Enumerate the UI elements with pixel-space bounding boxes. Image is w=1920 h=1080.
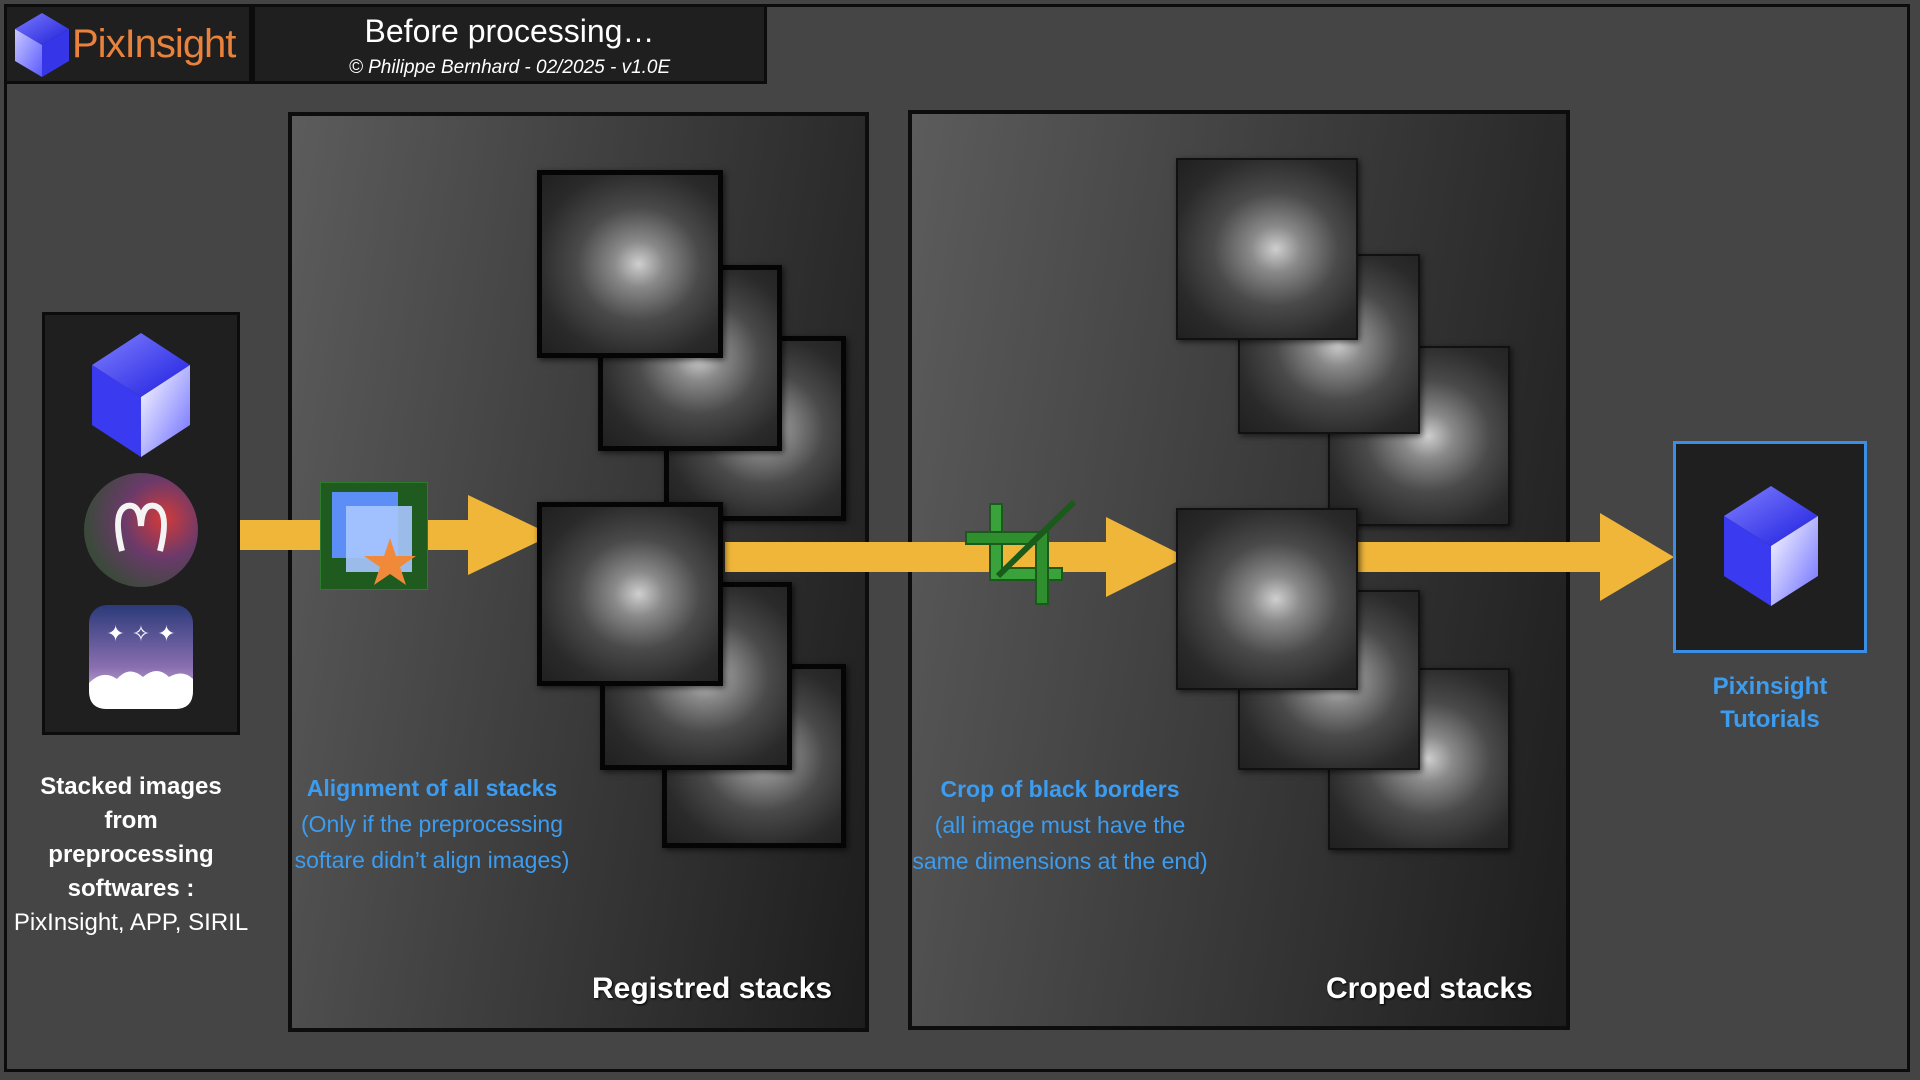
output-caption-line2: Tutorials bbox=[1720, 706, 1820, 733]
siril-icon: ✦ ✧ ✦ bbox=[89, 605, 193, 709]
output-caption[interactable]: Pixinsight Tutorials bbox=[1673, 670, 1867, 736]
pixinsight-logo-icon bbox=[15, 13, 69, 77]
alignment-caption-line2: softare didn’t align images) bbox=[294, 847, 570, 873]
arrow-align-to-stack bbox=[420, 520, 470, 550]
arrow-source-to-align bbox=[240, 520, 330, 550]
star-alignment-icon bbox=[320, 482, 428, 590]
crop-caption: Crop of black borders (all image must ha… bbox=[910, 771, 1210, 879]
pixinsight-cube-icon bbox=[92, 333, 190, 457]
cropped-stack-tile bbox=[1176, 508, 1358, 690]
source-caption: Stacked images from preprocessing softwa… bbox=[0, 770, 262, 940]
arrow-head-output bbox=[1600, 513, 1674, 601]
cropped-stacks-label: Croped stacks bbox=[1326, 972, 1533, 1005]
source-caption-software: PixInsight, APP, SIRIL bbox=[13, 909, 249, 936]
svg-text:✦ ✧ ✦: ✦ ✧ ✦ bbox=[106, 622, 175, 647]
registered-stacks-label: Registred stacks bbox=[592, 972, 833, 1005]
alignment-caption: Alignment of all stacks (Only if the pre… bbox=[290, 770, 574, 878]
title-box: Before processing… © Philippe Bernhard -… bbox=[252, 4, 767, 84]
app-aries-icon bbox=[84, 473, 198, 587]
source-caption-line2: from bbox=[104, 807, 158, 834]
crop-caption-title: Crop of black borders bbox=[940, 776, 1180, 802]
crop-icon bbox=[965, 499, 1077, 605]
source-caption-line4: softwares : bbox=[67, 875, 195, 902]
registered-stack-tile bbox=[537, 502, 723, 686]
page-title: Before processing… bbox=[364, 13, 655, 49]
source-software-box: ✦ ✧ ✦ bbox=[42, 312, 240, 735]
page-subtitle: © Philippe Bernhard - 02/2025 - v1.0E bbox=[348, 57, 671, 78]
crop-caption-line2: same dimensions at the end) bbox=[912, 848, 1208, 874]
output-caption-line1: Pixinsight bbox=[1712, 673, 1828, 700]
logo-box: PixInsight bbox=[4, 4, 252, 84]
arrow-head-crop bbox=[1106, 517, 1186, 597]
source-caption-line1: Stacked images bbox=[40, 773, 222, 800]
pixinsight-cube-icon bbox=[1724, 486, 1818, 606]
alignment-caption-line1: (Only if the preprocessing bbox=[300, 811, 564, 837]
source-caption-line3: preprocessing bbox=[48, 841, 214, 868]
crop-caption-line1: (all image must have the bbox=[934, 812, 1186, 838]
alignment-caption-title: Alignment of all stacks bbox=[306, 775, 558, 801]
cropped-stack-tile bbox=[1176, 158, 1358, 340]
arrow-crop-to-output bbox=[1355, 542, 1605, 572]
registered-stack-tile bbox=[537, 170, 723, 358]
logo-text: PixInsight bbox=[72, 22, 236, 66]
output-box[interactable] bbox=[1673, 441, 1867, 653]
